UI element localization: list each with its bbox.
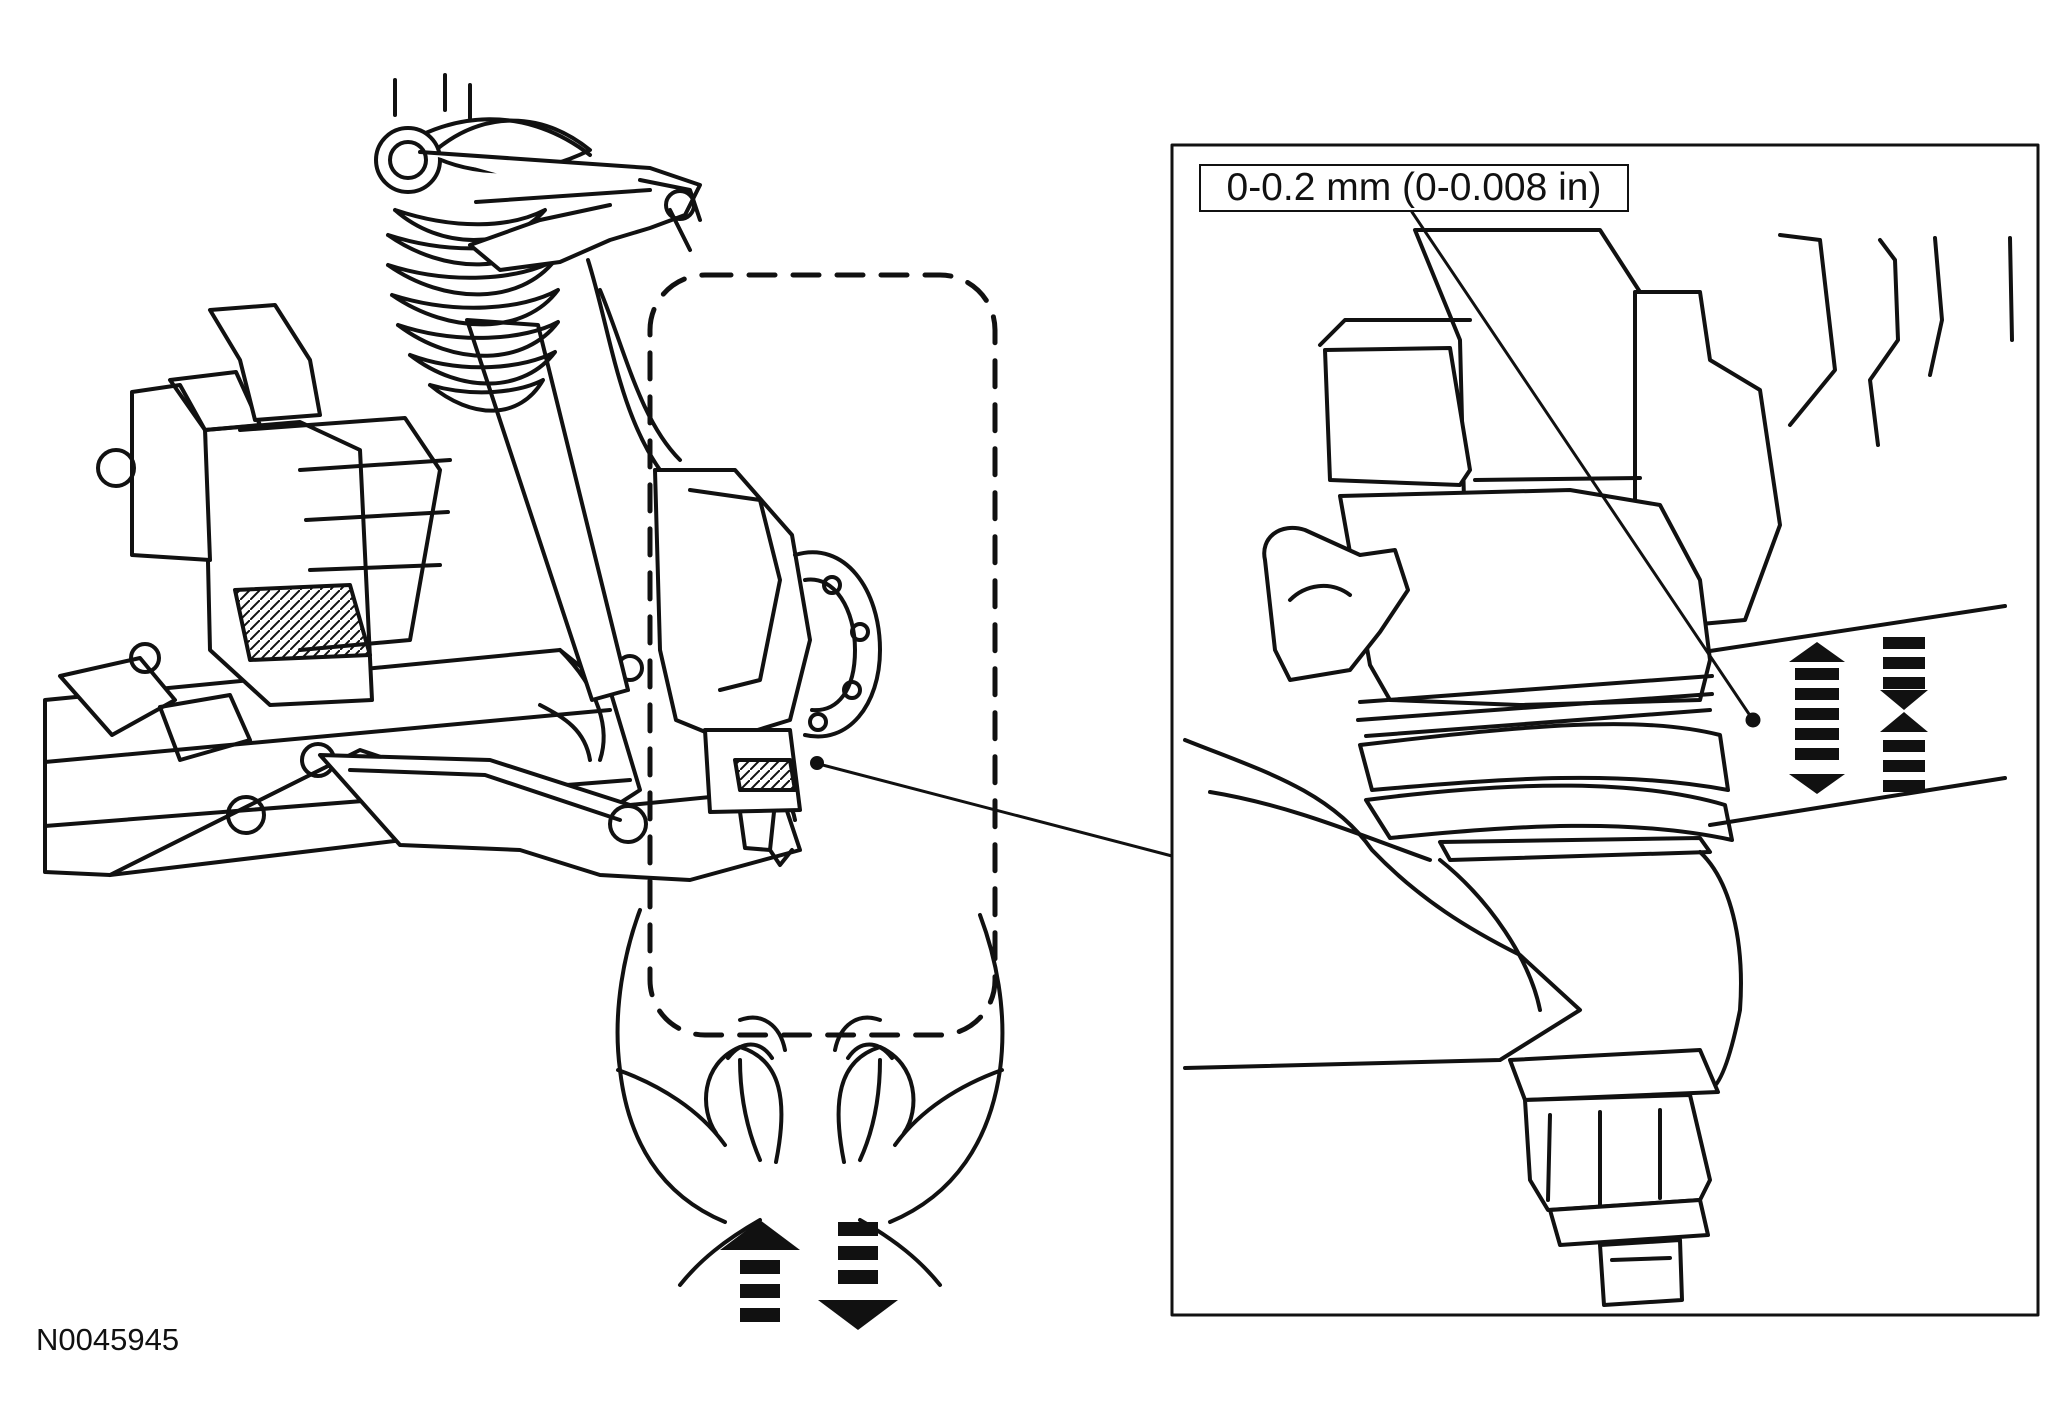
figure-id-label: N0045945 xyxy=(36,1322,180,1357)
down-arrow-icon xyxy=(818,1222,898,1330)
spec-leader-line xyxy=(1410,210,1755,722)
clearance-spec-label: 0-0.2 mm (0-0.008 in) xyxy=(1199,164,1629,212)
detail-leader-line xyxy=(813,761,1174,858)
spec-leader-dot xyxy=(1745,712,1761,728)
front-suspension-assembly xyxy=(43,73,1174,1287)
upper-control-arm xyxy=(418,150,782,692)
coil-spring-strut xyxy=(374,73,630,702)
detail-ball-joint xyxy=(1262,488,1734,862)
up-down-arrows xyxy=(720,1220,898,1330)
detail-stud-nut xyxy=(1523,1093,1712,1307)
detail-lower-arm xyxy=(1183,738,1743,1102)
up-arrow-icon xyxy=(720,1220,800,1322)
hands-icon xyxy=(615,908,1005,1287)
ball-joint-detail-panel xyxy=(1170,143,2040,1317)
steering-knuckle-hub xyxy=(653,468,882,867)
clearance-boundary-upper xyxy=(1708,604,2007,653)
clearance-boundary-lower xyxy=(1708,776,2007,827)
frame-crossmember xyxy=(43,303,644,877)
dashed-up-down-arrow-icon xyxy=(1789,637,1928,794)
